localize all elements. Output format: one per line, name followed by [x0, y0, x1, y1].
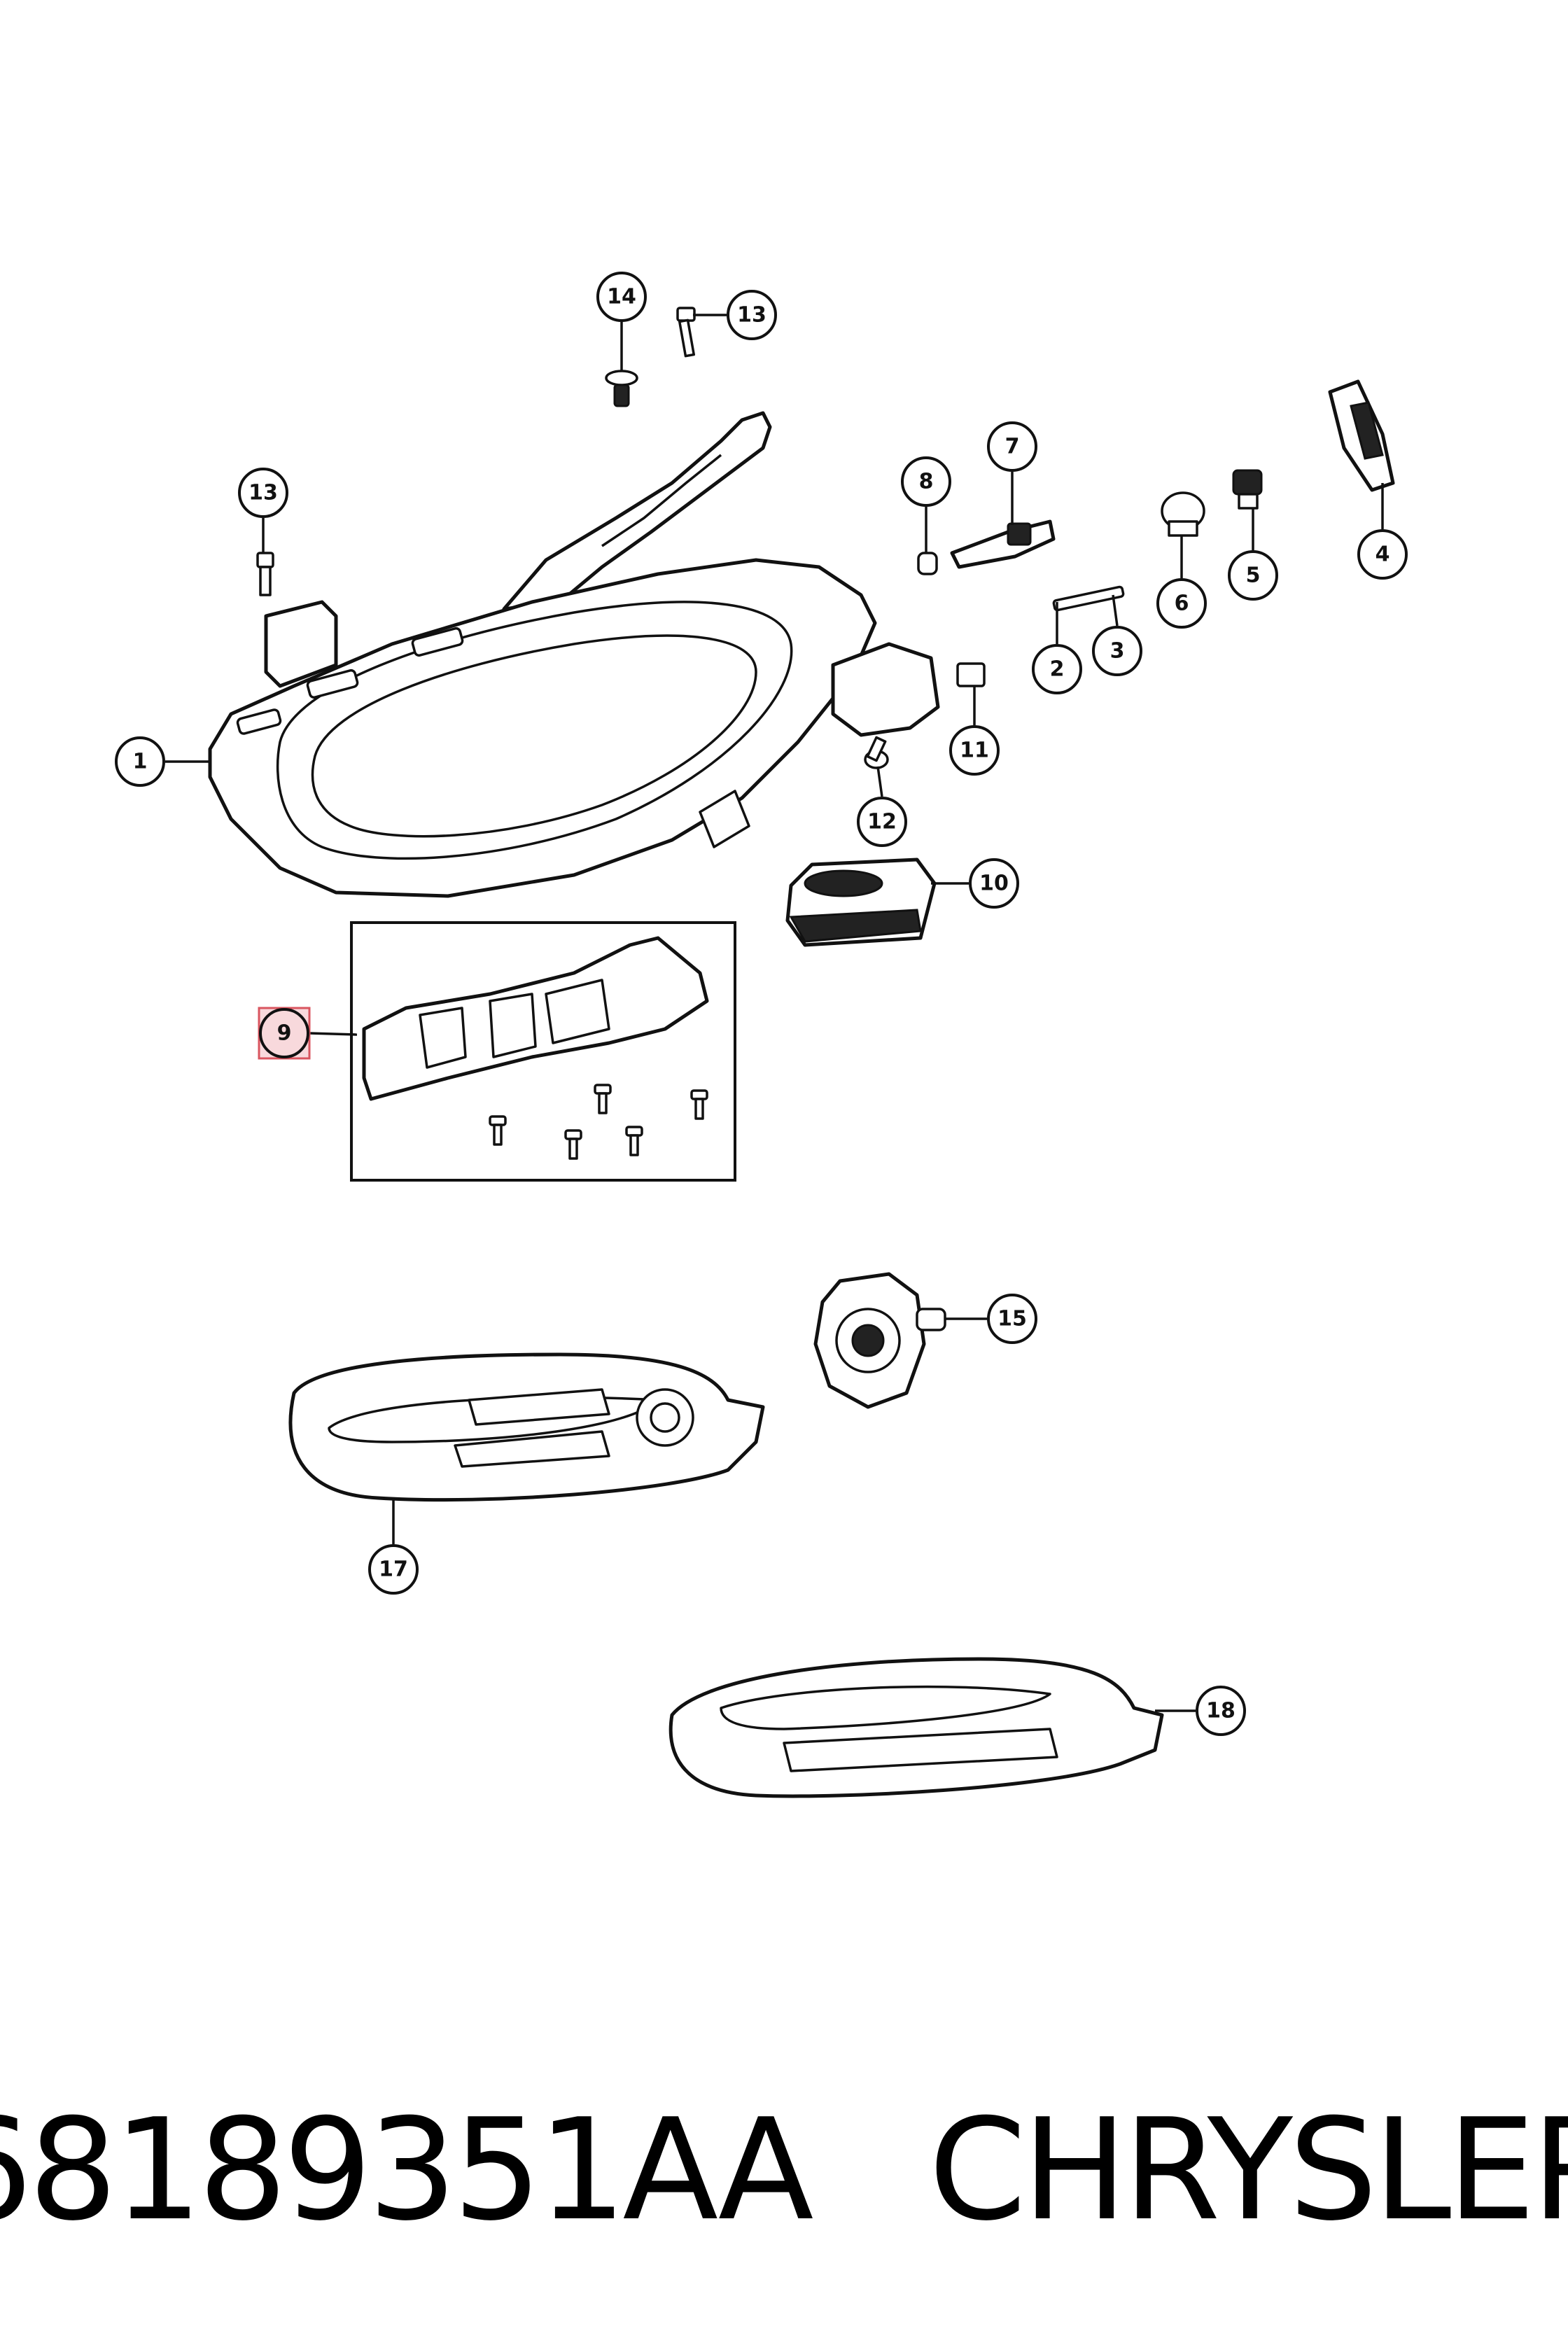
callout-17: 17	[368, 1544, 419, 1595]
callout-label: 5	[1246, 564, 1261, 588]
callout-circle	[727, 290, 777, 340]
bulb-8	[917, 552, 938, 575]
leader-lines	[165, 314, 1384, 1712]
callout-1: 1	[115, 736, 165, 787]
part-number: 68189351AA	[0, 2088, 814, 2252]
callout-circle	[1032, 644, 1082, 694]
callout-circle	[1357, 529, 1408, 580]
callout-circle	[1196, 1686, 1246, 1736]
socket-4	[1328, 379, 1395, 492]
repair-kit-9	[350, 921, 736, 1182]
callout-14: 14	[596, 272, 647, 322]
brand-name: CHRYSLER	[928, 2088, 1568, 2252]
callout-circle	[987, 421, 1037, 472]
callout-label: 17	[379, 1558, 408, 1582]
fog-lamp-15	[813, 1272, 946, 1409]
callout-circle	[596, 272, 647, 322]
callout-7: 7	[987, 421, 1037, 472]
clip-11	[956, 662, 986, 687]
callout-label: 4	[1376, 542, 1390, 567]
pin-2-3	[1052, 585, 1125, 612]
callout-label: 11	[960, 738, 989, 763]
callout-circle	[259, 1008, 309, 1058]
callout-12: 12	[857, 797, 907, 847]
bolt-13-left	[256, 552, 274, 596]
bolt-13-top	[676, 307, 696, 358]
callout-circle	[901, 456, 951, 507]
callout-label: 6	[1175, 592, 1189, 616]
callout-label: 12	[867, 810, 897, 834]
push-fastener-14	[605, 370, 638, 407]
callout-label: 13	[248, 481, 278, 505]
callout-circle	[368, 1544, 419, 1595]
callout-label: 18	[1206, 1699, 1236, 1723]
callout-10: 10	[969, 858, 1019, 909]
bezel-18	[668, 1657, 1164, 1798]
callout-circle	[987, 1294, 1037, 1344]
callout-label: 15	[997, 1307, 1027, 1331]
callout-label: 8	[919, 470, 934, 494]
callout-15: 15	[987, 1294, 1037, 1344]
callout-label: 13	[737, 303, 766, 328]
callout-label: 14	[607, 285, 636, 309]
footer: 68189351AA CHRYSLER	[0, 2065, 1568, 2275]
callout-circle	[1228, 550, 1278, 601]
socket-7	[950, 519, 1056, 569]
fog-bezel-17	[288, 1352, 765, 1502]
callout-8: 8	[901, 456, 951, 507]
callout-label: 3	[1110, 639, 1125, 664]
repair-kit-box	[350, 921, 736, 1182]
screw-12	[864, 736, 889, 769]
callout-circle	[115, 736, 165, 787]
callout-9: 9	[259, 1008, 309, 1058]
callout-circle	[238, 468, 288, 518]
bulb-6	[1161, 491, 1205, 537]
callout-13: 13	[238, 468, 288, 518]
callout-18: 18	[1196, 1686, 1246, 1736]
headlamp-assembly	[208, 411, 940, 898]
callout-5: 5	[1228, 550, 1278, 601]
callout-3: 3	[1092, 626, 1142, 676]
callout-circle	[1156, 578, 1207, 629]
callout-label: 9	[277, 1021, 292, 1046]
callout-4: 4	[1357, 529, 1408, 580]
socket-5	[1232, 469, 1263, 510]
callout-circle	[857, 797, 907, 847]
callout-label: 10	[979, 872, 1009, 896]
callout-circle	[949, 725, 1000, 776]
callout-11: 11	[949, 725, 1000, 776]
callout-circle	[969, 858, 1019, 909]
callout-2: 2	[1032, 644, 1082, 694]
callout-6: 6	[1156, 578, 1207, 629]
callout-label: 2	[1050, 657, 1065, 682]
callout-label: 1	[133, 750, 148, 774]
callout-label: 7	[1005, 435, 1020, 459]
callout-13: 13	[727, 290, 777, 340]
ballast-module-10	[785, 858, 937, 947]
callout-circle	[1092, 626, 1142, 676]
